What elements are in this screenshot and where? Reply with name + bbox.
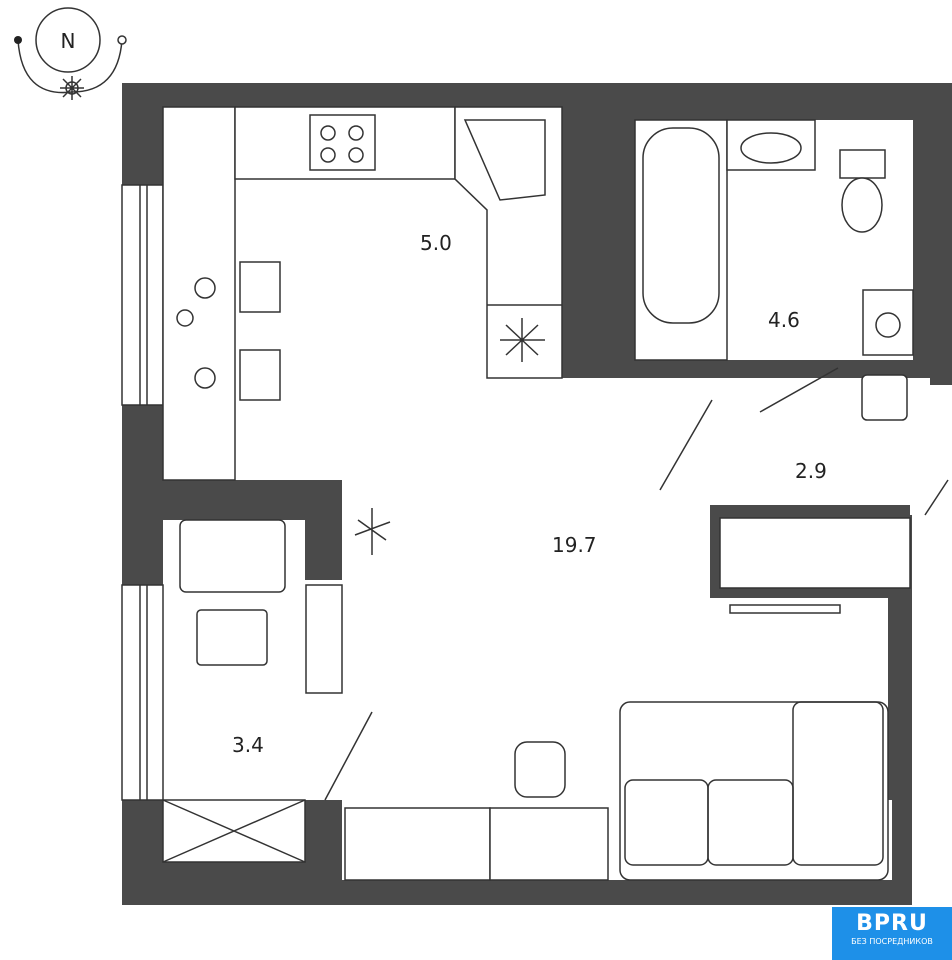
logo-brand: BPRU (856, 911, 928, 936)
snowflake-icon (500, 318, 545, 362)
living-furniture (344, 508, 889, 881)
loggia-furniture (162, 519, 343, 863)
room-area-hallway: 2.9 (795, 459, 827, 483)
doors (324, 367, 949, 801)
kitchen-furniture (162, 106, 563, 481)
compass-label: N (61, 29, 76, 53)
bathroom-fixtures (634, 119, 914, 421)
compass-icon (14, 7, 127, 100)
tv (729, 604, 841, 614)
logo-tagline: БЕЗ ПОСРЕДНИКОВ (851, 937, 933, 946)
room-area-loggia: 3.4 (232, 733, 264, 757)
room-area-bathroom: 4.6 (768, 308, 800, 332)
room-area-kitchen: 5.0 (420, 231, 452, 255)
wardrobe (719, 517, 911, 589)
room-area-living: 19.7 (552, 533, 597, 557)
plant-icon (354, 508, 391, 555)
windows (121, 184, 164, 801)
bpru-logo: BPRU БЕЗ ПОСРЕДНИКОВ (832, 907, 952, 960)
